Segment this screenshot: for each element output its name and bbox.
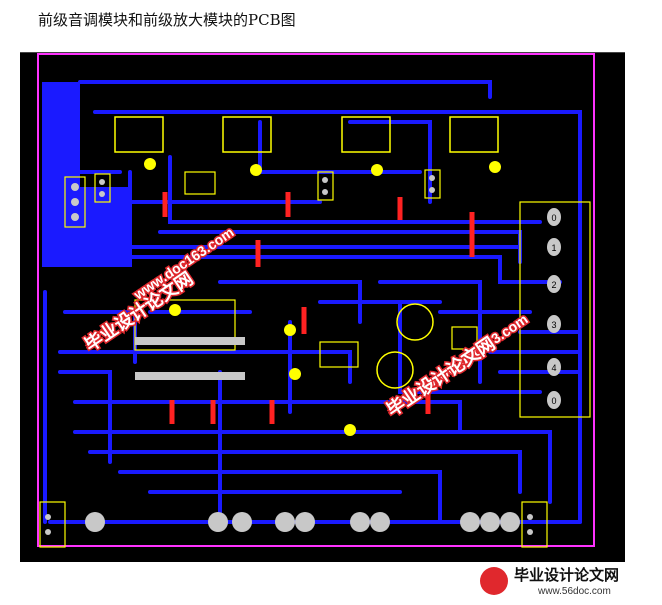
components: [39, 169, 591, 548]
connector-label: 1: [551, 243, 556, 253]
connector-label: 4: [551, 363, 556, 373]
pcb-board: 1 2 3 4 0 0 www.doc163.com 毕业设计论文网 www.d…: [20, 52, 625, 562]
output-connector: [547, 208, 561, 409]
logo-icon: [480, 567, 508, 595]
connector-label: 2: [551, 280, 556, 290]
jumpers: [162, 192, 475, 424]
small-capacitors: [144, 158, 501, 436]
board-background: [20, 52, 625, 562]
page-title: 前级音调模块和前级放大模块的PCB图: [38, 11, 296, 29]
footer-url: www.56doc.com: [537, 586, 611, 597]
connector-labels: 1 2 3 4 0 0: [551, 213, 556, 406]
footer-logo: 毕业设计论文网 www.56doc.com: [478, 563, 648, 599]
connector-label: 0: [551, 213, 556, 223]
ic-chip: [135, 337, 245, 380]
footer-brand: 毕业设计论文网: [514, 566, 619, 584]
pads: [45, 175, 533, 535]
board-outline: [37, 53, 595, 547]
connector-label: 0: [551, 396, 556, 406]
capacitors: [376, 303, 434, 389]
grid: [20, 52, 625, 53]
potentiometers: [114, 116, 499, 153]
connector-label: 3: [551, 320, 556, 330]
